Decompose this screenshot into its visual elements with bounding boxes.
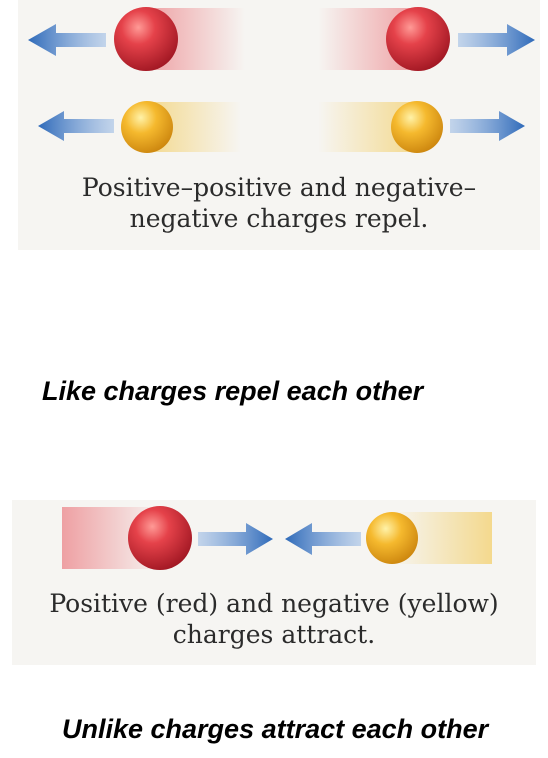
left-arrow-icon bbox=[28, 24, 106, 56]
positive-charge-ball bbox=[128, 506, 192, 570]
positive-charge-ball bbox=[114, 7, 178, 71]
attract-caption-line-1: Positive (red) and negative (yellow) bbox=[49, 589, 499, 618]
attract-row bbox=[62, 506, 492, 570]
repel-row-negative bbox=[38, 101, 525, 153]
like-charges-heading: Like charges repel each other bbox=[42, 376, 424, 406]
repel-caption-line-2: negative charges repel. bbox=[129, 204, 429, 233]
attract-caption: Positive (red) and negative (yellow) cha… bbox=[12, 588, 536, 650]
negative-charge-ball bbox=[121, 101, 173, 153]
negative-charge-ball bbox=[366, 512, 418, 564]
repel-caption-line-1: Positive–positive and negative– bbox=[81, 173, 477, 202]
attract-caption-line-2: charges attract. bbox=[172, 620, 376, 649]
positive-charge-ball bbox=[386, 7, 450, 71]
left-arrow-icon bbox=[285, 523, 361, 555]
right-arrow-icon bbox=[458, 24, 535, 56]
repel-row-positive bbox=[28, 7, 535, 71]
left-arrow-icon bbox=[38, 111, 114, 141]
right-arrow-icon bbox=[450, 111, 525, 141]
right-arrow-icon bbox=[198, 523, 273, 555]
unlike-charges-heading: Unlike charges attract each other bbox=[62, 714, 489, 744]
repel-caption: Positive–positive and negative– negative… bbox=[18, 172, 540, 234]
negative-charge-ball bbox=[391, 101, 443, 153]
